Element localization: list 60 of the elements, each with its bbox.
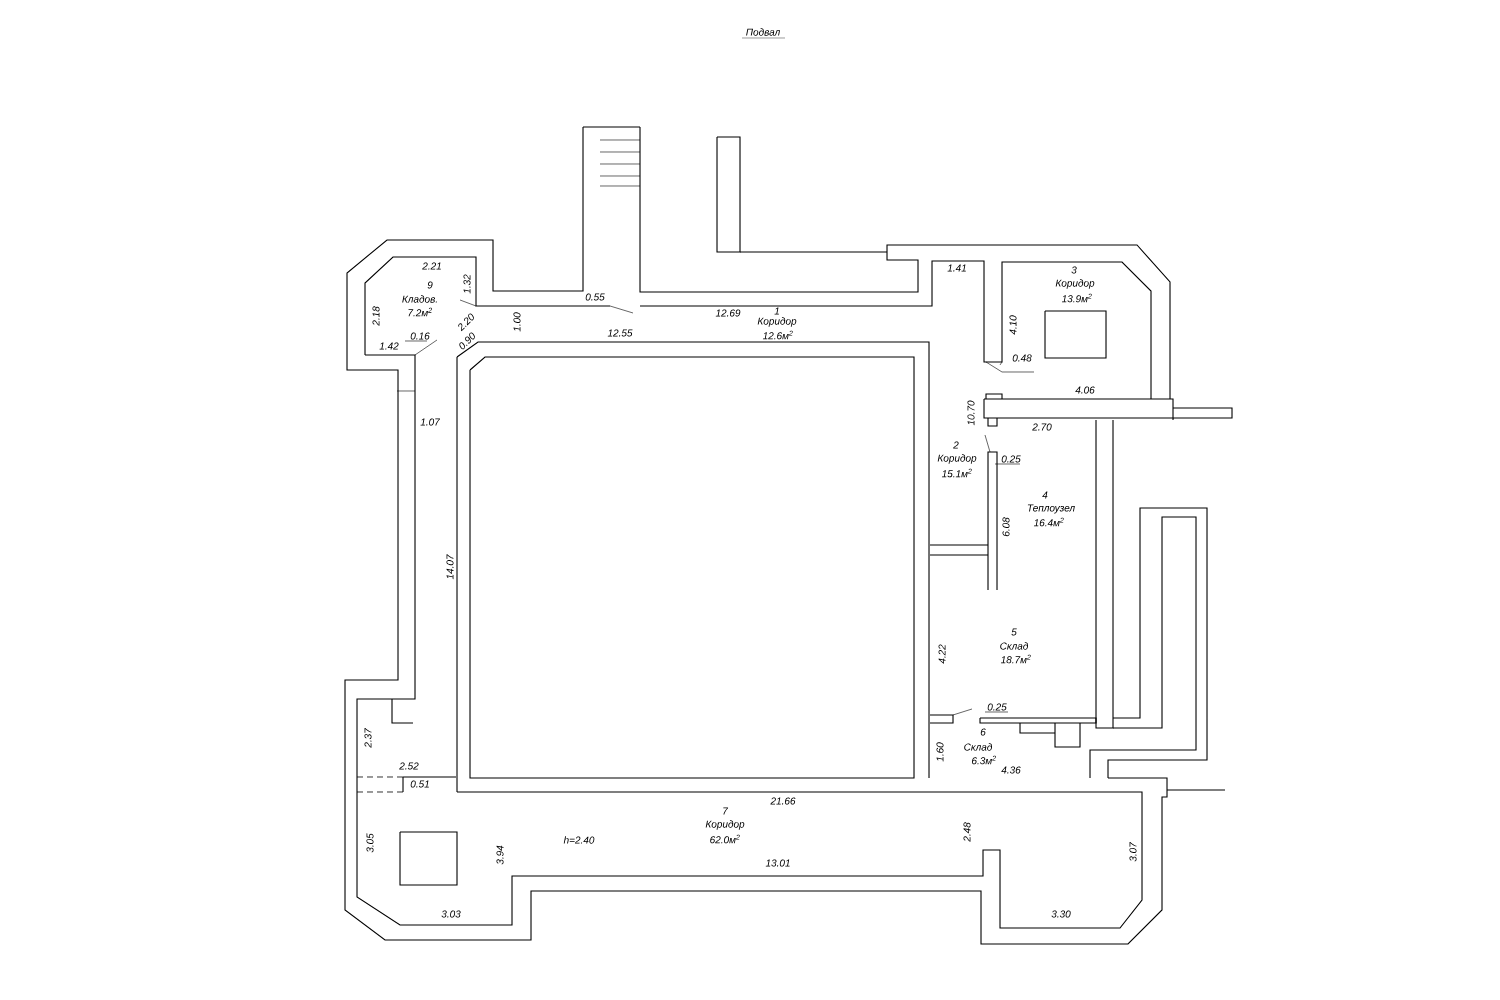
dimension-label: 3.30 <box>1051 910 1071 918</box>
dimension-label: 12.69 <box>715 309 741 317</box>
dimension-label: 3.05 <box>366 833 374 853</box>
room-name: Коридор <box>937 454 977 464</box>
room-area: 12.6м$^{2}$ <box>762 330 793 340</box>
room-name: Склад <box>964 743 993 751</box>
title: Подвал <box>746 28 781 36</box>
dimension-label: 4.10 <box>1009 315 1017 335</box>
height-label: h=2.40 <box>563 836 595 844</box>
room-name: Теплоузел <box>1027 504 1075 514</box>
dimension-label: 0.51 <box>410 780 429 788</box>
room-number: 7 <box>723 807 729 815</box>
dimension-label: 3.03 <box>441 910 461 918</box>
room-number: 3 <box>1071 266 1077 274</box>
dimension-label: 1.60 <box>936 742 944 762</box>
dimension-label: 2.18 <box>372 306 380 326</box>
room-number: 4 <box>1042 491 1048 499</box>
room-number: 2 <box>953 441 959 449</box>
room-name: Коридор <box>705 820 745 830</box>
dimension-label: 2.21 <box>422 262 441 270</box>
dimension-label: 12.55 <box>607 329 633 337</box>
room-area: 62.0м$^{2}$ <box>710 834 740 844</box>
room-name: Коридор <box>757 317 797 327</box>
room-number: 6 <box>980 728 986 736</box>
dimension-label: 3.94 <box>496 845 504 865</box>
dimension-label: 0.16 <box>410 332 430 340</box>
room-name: Склад <box>1000 642 1029 650</box>
dimension-label: 4.06 <box>1075 386 1095 394</box>
dimension-label: 2.70 <box>1032 423 1052 431</box>
dimension-label: 4.22 <box>938 644 946 664</box>
room-area: 7.2м$^{2}$ <box>408 307 432 317</box>
dimension-label: 1.41 <box>947 264 966 272</box>
dimension-label: 2.52 <box>399 762 419 770</box>
room-area: 6.3м$^{2}$ <box>972 755 996 765</box>
dimension-label: 21.66 <box>770 797 796 805</box>
room-area: 15.1м$^{2}$ <box>941 468 972 478</box>
room-number: 9 <box>427 281 433 289</box>
dimension-label: 10.70 <box>967 400 975 426</box>
dimension-label: 13.01 <box>765 859 790 867</box>
dimension-label: 0.55 <box>585 293 605 301</box>
dimension-label: 4.36 <box>1001 766 1021 774</box>
room-area: 16.4м$^{2}$ <box>1033 517 1064 527</box>
dimension-label: 6.08 <box>1002 517 1010 537</box>
room-name: Коридор <box>1055 279 1095 289</box>
dimension-label: 1.07 <box>420 418 441 426</box>
room-area: 18.7м$^{2}$ <box>1000 654 1031 664</box>
dimension-label: 3.07 <box>1129 841 1137 862</box>
room-area: 13.9м$^{2}$ <box>1061 293 1092 303</box>
room-number: 5 <box>1011 628 1017 636</box>
dimension-label: 2.48 <box>963 822 971 842</box>
dimension-label: 1.32 <box>463 274 471 294</box>
dimension-label: 0.25 <box>987 703 1007 711</box>
room-name: Кладов. <box>402 295 437 303</box>
dimension-label: 1.00 <box>513 312 521 332</box>
dimension-label: 0.48 <box>1012 354 1032 362</box>
dimension-label: 1.42 <box>379 342 399 350</box>
dimension-label: 0.25 <box>1001 455 1021 463</box>
room-number: 1 <box>774 307 779 315</box>
dimension-label: 14.07 <box>446 554 454 580</box>
dimension-label: 2.37 <box>364 727 372 748</box>
